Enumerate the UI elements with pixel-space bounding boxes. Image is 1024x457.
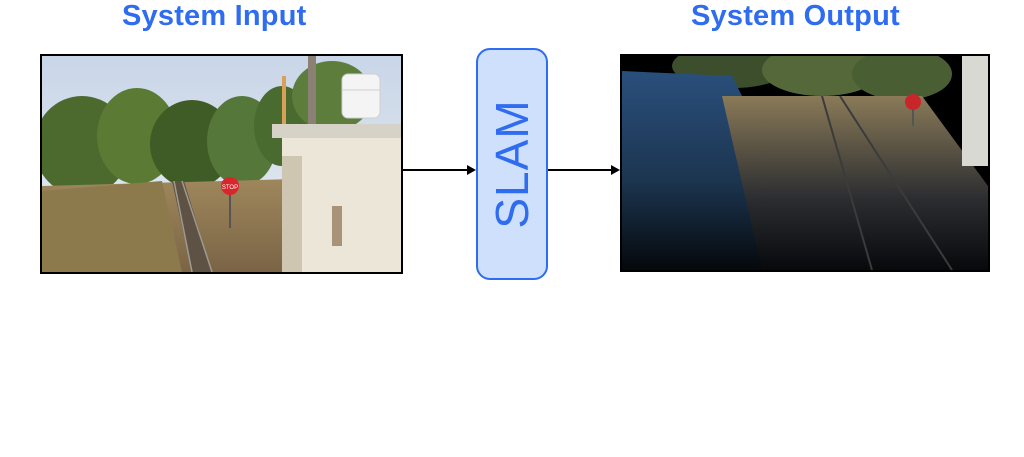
point-cloud-render (622, 56, 988, 270)
output-title: System Output (691, 0, 900, 32)
arrow-slam-to-output (548, 165, 620, 175)
input-title: System Input (122, 0, 307, 32)
stop-sign-text: STOP (222, 185, 238, 191)
slam-label: SLAM (486, 99, 538, 229)
railway-scene-photo: STOP (42, 56, 401, 272)
arrow-input-to-slam (403, 165, 476, 175)
input-image: STOP (40, 54, 403, 274)
output-point-cloud (620, 54, 990, 272)
slam-block: SLAM (476, 48, 548, 280)
